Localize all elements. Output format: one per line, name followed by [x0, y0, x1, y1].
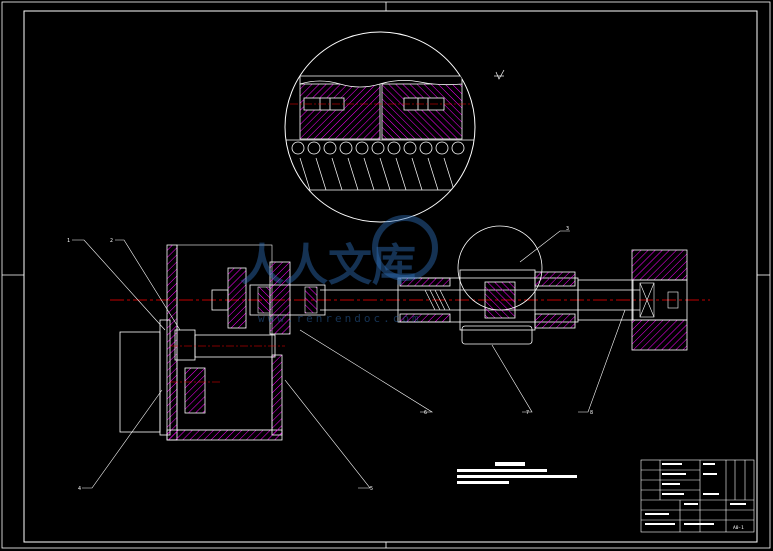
- callout-2: 2: [110, 238, 113, 244]
- title-block-fills: [645, 463, 746, 525]
- title-block: [640, 459, 755, 533]
- callout-1: 1: [67, 238, 70, 244]
- callout-5: 5: [370, 486, 373, 492]
- callout-6: 6: [424, 410, 427, 416]
- watermark-logo-icon: [372, 215, 438, 281]
- detail-view: [284, 31, 476, 223]
- callout-circle-3: [457, 225, 543, 311]
- watermark: 人人文库 www.renrendoc.com: [240, 215, 438, 325]
- left-housing: [119, 244, 285, 441]
- callout-3: 3: [566, 226, 569, 232]
- callout-7: 7: [526, 410, 529, 416]
- right-support: [631, 249, 688, 351]
- bearing-block: [211, 261, 326, 335]
- surface-finish-icon: [494, 69, 505, 80]
- callout-4: 4: [78, 486, 81, 492]
- watermark-subtitle: www.renrendoc.com: [258, 312, 422, 325]
- technical-notes: [457, 462, 577, 484]
- inner-border: [23, 10, 758, 543]
- callout-8: 8: [590, 410, 593, 416]
- ball-screw-shaft: [320, 269, 640, 345]
- leader-lines: [72, 230, 626, 489]
- sheet-number: A0-1: [733, 525, 744, 531]
- watermark-text: 人人文库: [240, 240, 416, 291]
